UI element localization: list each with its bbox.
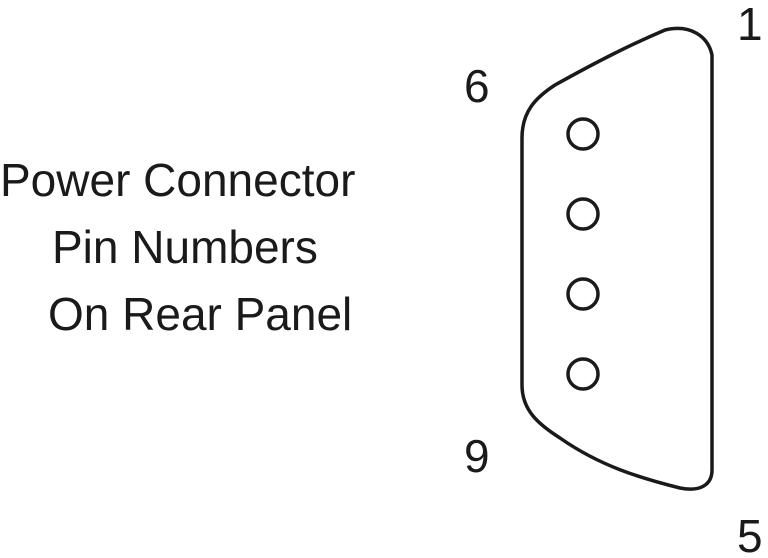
pin-holes [566,117,600,391]
caption-line-1: Power Connector [0,154,355,206]
pin-label-9: 9 [464,430,490,482]
caption-line-3: On Rear Panel [48,288,352,340]
pin-hole-2 [566,197,600,231]
pin-hole-4 [566,357,600,391]
pin-label-1: 1 [737,0,763,50]
caption-line-2: Pin Numbers [52,221,318,273]
connector-shell [520,26,714,491]
pin-label-5: 5 [737,510,763,558]
pin-label-6: 6 [464,60,490,112]
pin-hole-3 [566,277,600,311]
pin-hole-1 [566,117,600,151]
